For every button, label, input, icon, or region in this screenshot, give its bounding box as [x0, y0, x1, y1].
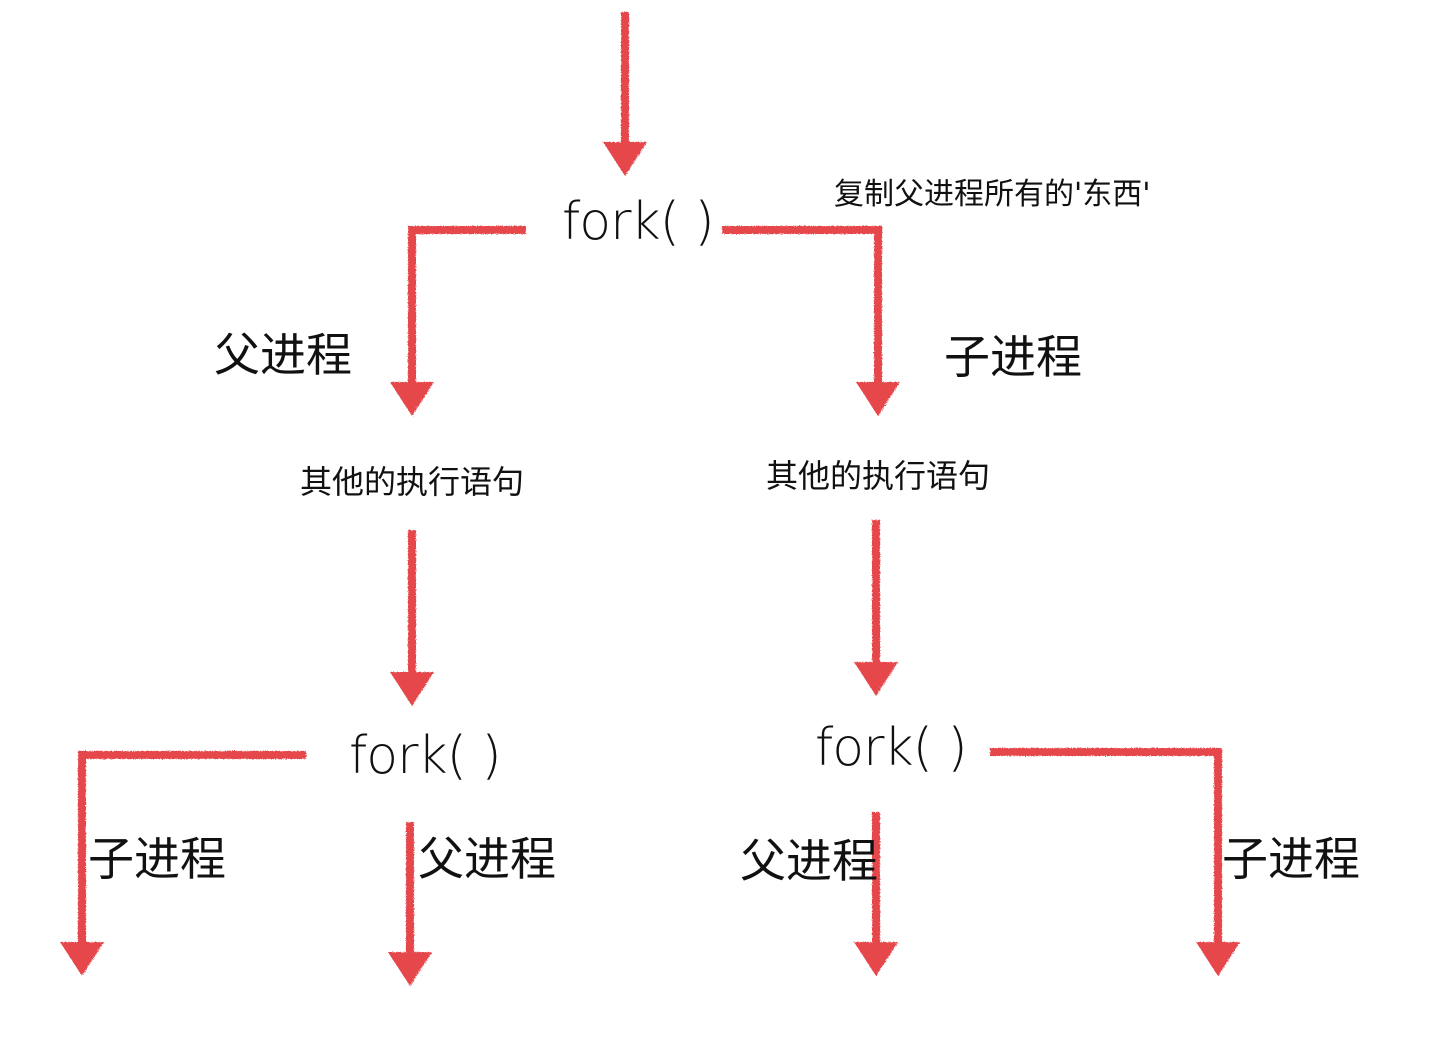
child-process-label-bottom-right: 子进程 — [1222, 832, 1360, 886]
arrow-fork-to-child — [722, 226, 900, 416]
parent-process-label-bottom-mid2: 父进程 — [740, 834, 878, 888]
arrow-left-fork-parent — [388, 822, 432, 986]
arrow-right-stmt-to-fork — [854, 520, 898, 696]
parent-process-label-bottom-mid: 父进程 — [418, 832, 556, 886]
arrow-right-fork-parent — [854, 812, 898, 976]
arrow-left-stmt-to-fork — [390, 530, 434, 706]
arrow-head-icon — [390, 382, 434, 416]
arrow-left-fork-child — [60, 751, 306, 976]
arrow-head-icon — [856, 382, 900, 416]
arrow-line — [722, 226, 882, 390]
fork-right-label: fork( ) — [815, 718, 968, 778]
arrow-head-icon — [854, 942, 898, 976]
child-process-label-bottom-left: 子进程 — [88, 832, 226, 886]
arrow-head-icon — [1196, 942, 1240, 976]
arrow-fork-to-parent — [390, 226, 526, 416]
arrow-head-icon — [854, 662, 898, 696]
fork-left-label: fork( ) — [349, 726, 502, 786]
arrow-line — [990, 748, 1222, 950]
arrow-head-icon — [60, 942, 104, 976]
other-statements-left: 其他的执行语句 — [300, 463, 525, 501]
arrow-head-icon — [388, 952, 432, 986]
arrow-line — [408, 226, 526, 390]
arrow-head-icon — [390, 672, 434, 706]
arrow-head-icon — [603, 142, 647, 176]
child-process-label: 子进程 — [944, 330, 1082, 384]
copy-note-label: 复制父进程所有的'东西' — [834, 177, 1151, 212]
other-statements-right: 其他的执行语句 — [766, 457, 991, 495]
arrow-line — [78, 751, 306, 950]
parent-process-label: 父进程 — [214, 328, 352, 382]
arrow-start-to-fork — [603, 12, 647, 176]
fork-root-label: fork( ) — [562, 192, 715, 252]
arrow-right-fork-child — [990, 748, 1240, 976]
